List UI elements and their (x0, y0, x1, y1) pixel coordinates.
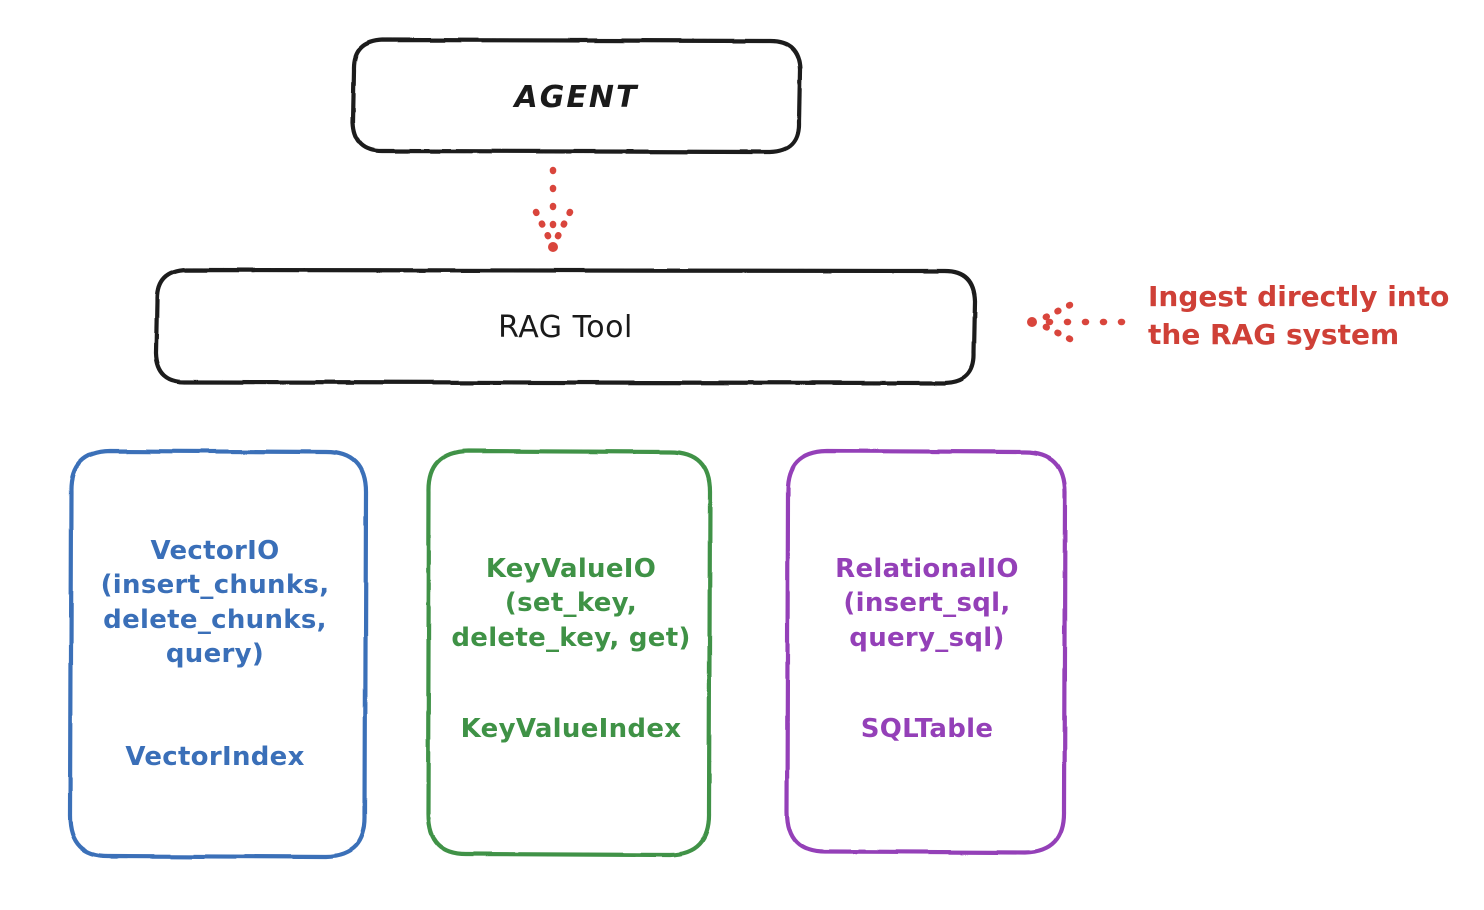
ingest-arrow (1027, 301, 1126, 343)
rag-tool-box[interactable] (153, 267, 978, 386)
agent-to-ragtool-arrow (532, 166, 574, 252)
relational-store-box[interactable] (784, 448, 1068, 856)
agent-box[interactable] (350, 37, 803, 155)
ingest-annotation-text: Ingest directly into the RAG system (1148, 280, 1450, 351)
keyvalue-store-box[interactable] (425, 448, 713, 858)
vector-store-box[interactable] (67, 448, 369, 860)
